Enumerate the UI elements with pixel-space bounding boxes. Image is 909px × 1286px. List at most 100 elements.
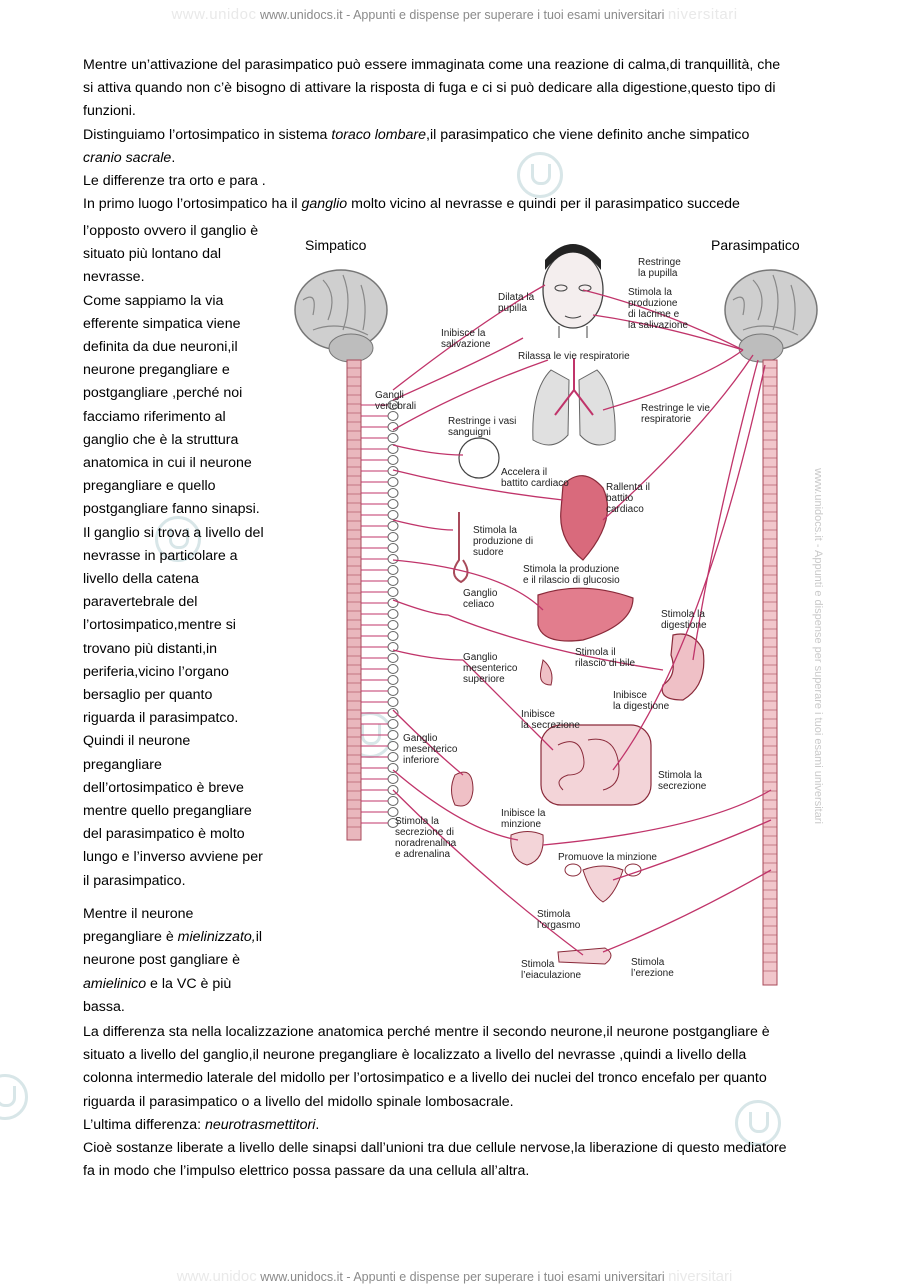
brain-right-icon	[724, 269, 818, 363]
text-line: riguarda il parasimpatco.	[83, 710, 239, 727]
ganglion-node	[387, 521, 399, 531]
liver-icon	[537, 587, 634, 642]
label: celiaco	[463, 599, 495, 610]
ganglion-node	[387, 763, 399, 773]
ganglion-node	[387, 675, 399, 685]
italic-term: amielinico	[83, 975, 147, 992]
gallbladder-icon	[540, 659, 553, 686]
ganglion-node	[387, 543, 399, 553]
ganglion-node	[387, 653, 399, 663]
nerve-lines	[392, 284, 772, 956]
label: mesenterico	[463, 663, 518, 674]
text-line: ganglio che è la struttura	[83, 431, 239, 448]
italic-term: ganglio	[301, 196, 348, 213]
label: la secrezione	[521, 720, 580, 731]
text-run: L’ultima differenza:	[83, 1116, 205, 1133]
label: l’eiaculazione	[521, 970, 581, 981]
text-run: In primo luogo l’ortosimpatico ha il	[83, 196, 302, 213]
text-line: postgangliare fanno sinapsi.	[83, 501, 260, 518]
label: Restringe le vie	[641, 403, 710, 414]
text-line: il parasimpatico.	[83, 872, 186, 889]
label: pupilla	[498, 303, 527, 314]
ganglion-node	[387, 488, 399, 498]
spinal-cord-right	[762, 359, 778, 986]
footer-ghost-right: niversitari	[668, 1268, 733, 1285]
label: Accelera il	[501, 467, 547, 478]
stomach-icon	[661, 633, 705, 701]
ganglion-node	[387, 433, 399, 443]
text-run: Distinguiamo l’ortosimpatico in sistema	[83, 126, 332, 143]
label: battito	[606, 493, 634, 504]
label: secrezione di	[395, 827, 454, 838]
text-line: l’ortosimpatico,mentre si	[83, 617, 236, 634]
text-line: pregangliare	[83, 756, 162, 773]
figure-svg: Simpatico Parasimpatico	[294, 237, 818, 986]
text-line: funzioni.	[83, 103, 136, 120]
text-line: livello della catena	[83, 571, 199, 588]
label: Inibisce	[613, 690, 647, 701]
text-line: anatomica in cui il neurone	[83, 455, 252, 472]
label: battito cardiaco	[501, 478, 569, 489]
label: Restringe	[638, 257, 681, 268]
ganglion-node	[387, 697, 399, 707]
label: Stimola la	[628, 287, 672, 298]
ganglion-node	[387, 499, 399, 509]
label: Stimola il	[575, 647, 616, 658]
text-line: Il ganglio si trova a livello del	[83, 524, 264, 541]
label: respiratorie	[641, 414, 691, 425]
text-line: amielinico e la VC è più	[83, 973, 293, 996]
ganglion-node	[387, 796, 399, 806]
label: e il rilascio di glucosio	[523, 575, 620, 586]
ganglion-node	[387, 565, 399, 575]
ganglion-node	[387, 664, 399, 674]
text-line: mentre quello pregangliare	[83, 803, 252, 820]
text-run: e la VC è più	[146, 975, 232, 992]
watermark-logo-icon	[0, 1074, 28, 1120]
ganglion-node	[387, 532, 399, 542]
paragraph-1: Mentre un’attivazione del parasimpatico …	[83, 54, 858, 216]
text-line: bassa.	[83, 998, 125, 1015]
label: di lacrime e	[628, 309, 680, 320]
label: Stimola	[521, 959, 555, 970]
ganglion-node	[387, 631, 399, 641]
ganglion-node	[387, 455, 399, 465]
text-line: bersaglio per quanto	[83, 687, 213, 704]
label: Rilassa le vie respiratorie	[518, 351, 630, 362]
label: inferiore	[403, 755, 440, 766]
label: vertebrali	[375, 401, 416, 412]
label: sudore	[473, 547, 504, 558]
ganglion-node	[387, 686, 399, 696]
ganglion-node	[387, 774, 399, 784]
text-line: si attiva quando non c’è bisogno di atti…	[83, 80, 776, 97]
left-column-italic: Mentre il neurone pregangliare è mielini…	[83, 903, 293, 1019]
label: Promuove la minzione	[558, 852, 657, 863]
label: Stimola la	[658, 770, 702, 781]
label: minzione	[501, 819, 541, 830]
text-line: paravertebrale del	[83, 594, 198, 611]
text-line: nevrasse.	[83, 269, 145, 286]
ganglion-node	[387, 752, 399, 762]
ganglion-node	[387, 422, 399, 432]
label: produzione	[628, 298, 678, 309]
label: l’orgasmo	[537, 920, 581, 931]
text-line: colonna intermedio laterale del midollo …	[83, 1070, 767, 1087]
footer-text: www.unidocs.it - Appunti e dispense per …	[260, 1270, 665, 1284]
spinal-cord-left	[346, 359, 362, 841]
label: Inibisce la	[441, 328, 486, 339]
label: cardiaco	[606, 504, 644, 515]
text-line: In primo luogo l’ortosimpatico ha il gan…	[83, 193, 858, 216]
header-ghost-right: niversitari	[667, 6, 738, 23]
bladder-icon	[510, 831, 544, 866]
label: mesenterico	[403, 744, 458, 755]
label: Gangli	[375, 390, 404, 401]
text-line: Quindi il neurone	[83, 733, 191, 750]
label: Stimola	[537, 909, 571, 920]
text-line: situato a livello del ganglio,il neurone…	[83, 1047, 747, 1064]
label: la salivazione	[628, 320, 688, 331]
text-run: molto vicino al nevrasse e quindi per il…	[347, 196, 740, 213]
italic-term: mielinizzato,	[177, 929, 256, 946]
label: l’erezione	[631, 968, 674, 979]
page-header: www.unidoc www.unidocs.it - Appunti e di…	[0, 6, 909, 23]
text-run: il	[255, 929, 263, 946]
label: Restringe i vasi	[448, 416, 516, 427]
